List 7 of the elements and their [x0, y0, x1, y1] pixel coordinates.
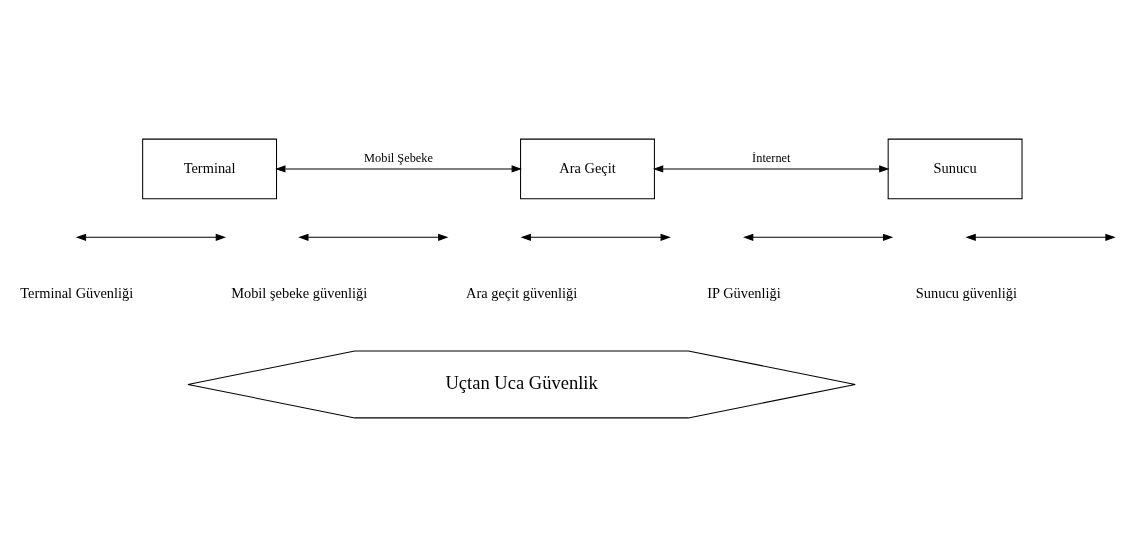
label: Sunucu güvenliği [915, 284, 1018, 301]
edge-label: Mobil Şebeke [364, 150, 434, 165]
label: Terminal Güvenliği [20, 284, 134, 301]
edge-label: İnternet [752, 150, 791, 165]
label: Ara geçit güvenliği [465, 284, 578, 301]
label: Mobil şebeke güvenliği [231, 284, 368, 301]
label: IP Güvenliği [707, 284, 781, 301]
